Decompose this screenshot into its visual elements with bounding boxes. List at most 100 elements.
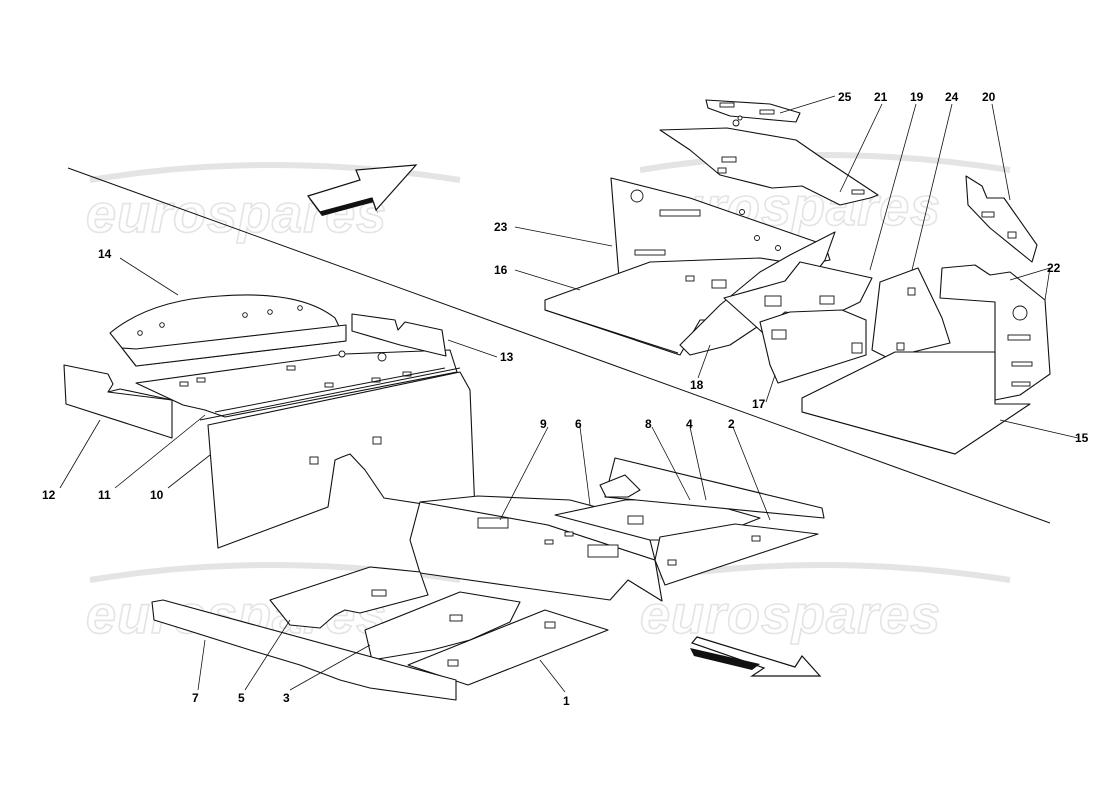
part-10-slot <box>309 456 319 465</box>
section-divider-line <box>67 167 1051 524</box>
callout-4: 4 <box>686 417 693 431</box>
part-14-hole <box>297 305 303 311</box>
part-11-floor-panel <box>135 349 458 418</box>
part-17-lower-trim <box>759 309 867 384</box>
part-23-hole <box>630 189 644 203</box>
callout-22: 22 <box>1047 261 1061 275</box>
callout-15: 15 <box>1075 431 1089 445</box>
leader-lines <box>59 95 1079 693</box>
callout-12: 12 <box>42 488 56 502</box>
part-2-slot <box>751 535 761 542</box>
callout-16: 16 <box>494 263 508 277</box>
part-11-slot <box>196 377 206 383</box>
part-14-hole <box>159 322 165 328</box>
callout-5: 5 <box>238 691 245 705</box>
part-23-slot <box>659 209 701 217</box>
part-3-slot <box>449 614 463 622</box>
part-17-slot <box>771 329 787 340</box>
part-11-fastener <box>377 352 387 362</box>
part-2-slot <box>667 559 677 566</box>
part-22-hole <box>1012 305 1028 321</box>
part-21-top-cover <box>659 127 879 206</box>
part-21-slot <box>721 156 737 163</box>
callout-25: 25 <box>838 90 852 104</box>
callout-11: 11 <box>98 488 111 502</box>
callout-3: 3 <box>283 691 290 705</box>
part-1-slot <box>544 621 556 629</box>
part-13-bracket <box>351 313 447 357</box>
part-14-hole <box>137 330 143 336</box>
rear-direction-arrow <box>690 636 822 677</box>
part-21-slot <box>851 189 865 195</box>
part-14-hole <box>242 312 248 318</box>
part-25-slot <box>759 109 775 115</box>
part-3-middle-mat <box>364 591 521 661</box>
callout-2: 2 <box>728 417 735 431</box>
part-10-bulkhead <box>207 371 476 549</box>
callout-14: 14 <box>98 247 112 261</box>
part-11-slot <box>324 382 334 388</box>
part-16-slot <box>685 275 695 282</box>
callout-19: 19 <box>910 90 924 104</box>
callout-7: 7 <box>192 691 199 705</box>
watermark-bottom-right: eurospares <box>640 585 941 645</box>
part-14-hole <box>267 309 273 315</box>
part-20-slot <box>981 211 995 218</box>
part-20-slot <box>1007 231 1017 239</box>
part-11-edge <box>214 367 446 413</box>
callout-18: 18 <box>690 378 704 392</box>
part-25-fastener <box>737 115 743 121</box>
part-12-fold <box>107 391 173 401</box>
callout-10: 10 <box>150 488 164 502</box>
callout-9: 9 <box>540 417 547 431</box>
callout-24: 24 <box>945 90 959 104</box>
callout-20: 20 <box>982 90 996 104</box>
part-22-slot <box>1011 361 1033 367</box>
part-9-slot <box>477 517 509 529</box>
part-23-hole <box>754 235 760 241</box>
callout-13: 13 <box>500 350 514 364</box>
part-7-edge-strip <box>151 599 457 701</box>
part-21-slot <box>717 167 727 174</box>
part-9-slot <box>587 544 619 558</box>
part-10-top-edge <box>199 367 461 421</box>
part-17-slot <box>851 342 863 354</box>
part-15-floor-edge <box>801 411 956 455</box>
part-20-side-flap <box>965 175 1038 263</box>
callout-23: 23 <box>494 220 508 234</box>
part-23-hole <box>739 209 745 215</box>
callout-8: 8 <box>645 417 652 431</box>
part-24-bracket <box>871 267 951 359</box>
part-11-slot <box>179 381 189 387</box>
part-19-slot <box>764 295 782 307</box>
part-1-slot <box>447 659 459 667</box>
part-19-slot <box>819 295 835 305</box>
part-2-right-mat <box>654 523 819 586</box>
part-9-slot <box>564 531 574 537</box>
part-10-slot <box>372 436 382 445</box>
part-16-floor-edge <box>544 309 679 354</box>
part-12-side-trim <box>63 364 173 439</box>
part-22-slot <box>1011 381 1031 387</box>
rear-direction-arrow-body <box>690 648 760 670</box>
callout-21: 21 <box>874 90 888 104</box>
part-4-slot <box>627 515 644 525</box>
part-18-slot <box>711 279 727 289</box>
part-24-slot <box>907 287 916 296</box>
part-25-slot <box>719 102 735 108</box>
callout-17: 17 <box>752 397 766 411</box>
part-5-slot <box>371 589 387 597</box>
part-9-slot <box>544 539 554 545</box>
part-5-left-mat <box>269 566 429 629</box>
front-direction-arrow-shadow <box>308 196 378 216</box>
part-14-shelf-front <box>121 324 347 367</box>
callout-6: 6 <box>575 417 582 431</box>
part-8-flap <box>599 474 641 498</box>
part-22-slot <box>1007 334 1031 341</box>
watermark-swoosh-top-right <box>639 152 1011 173</box>
part-23-slot <box>634 249 666 256</box>
part-11-slot <box>286 365 296 371</box>
part-25-fastener <box>732 119 740 127</box>
callout-1: 1 <box>563 694 570 708</box>
